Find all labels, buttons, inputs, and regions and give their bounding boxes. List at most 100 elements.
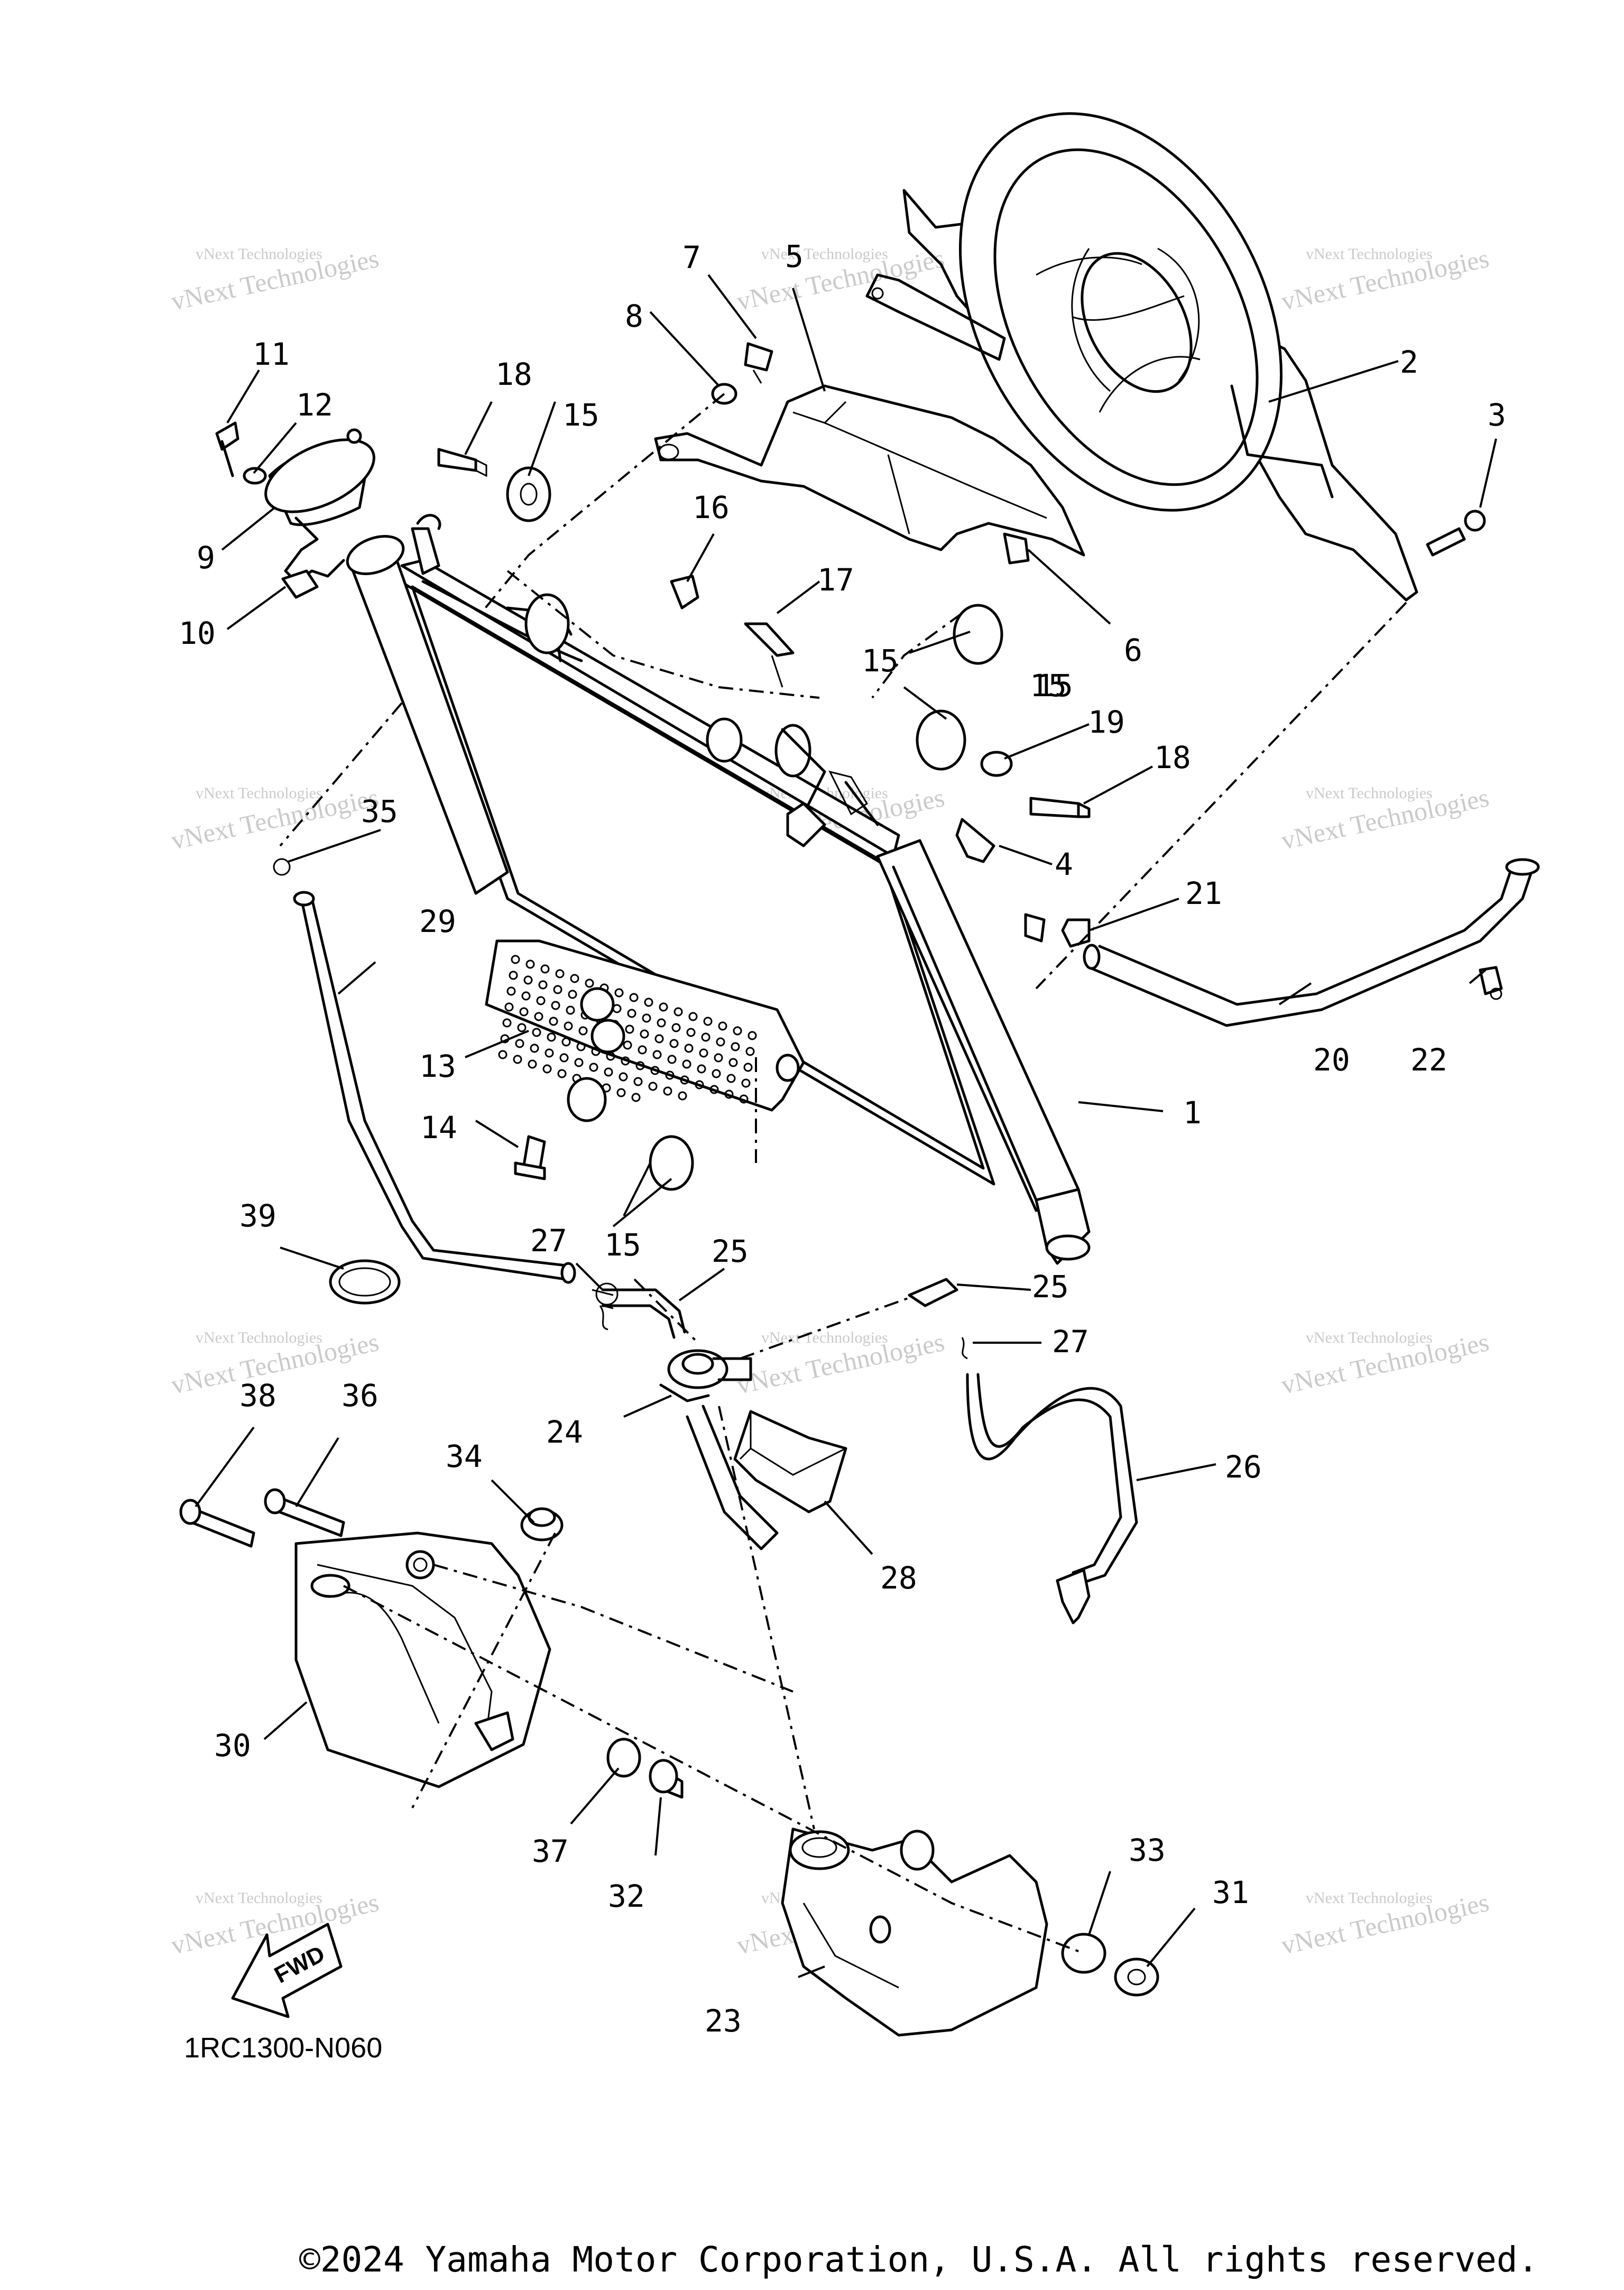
cover-hole (561, 1037, 571, 1047)
cover-hole (509, 971, 518, 980)
cover-hole (633, 1077, 643, 1086)
cover-hole (553, 985, 562, 994)
part-label: 5 (785, 238, 804, 274)
part-label: 1 (1183, 1095, 1202, 1131)
part-label: 12 (296, 387, 333, 423)
cover-hole (680, 1075, 689, 1085)
part-label: 25 (1032, 1269, 1069, 1305)
part-label: 20 (1313, 1042, 1350, 1078)
cover-hole (648, 1082, 658, 1091)
watermark-text: vNext Technologies (1306, 1889, 1433, 1907)
watermark-text: vNext Technologies (761, 245, 888, 263)
cover-hole (695, 1080, 704, 1089)
cover-hole (502, 1018, 512, 1028)
cover-hole (566, 1005, 575, 1015)
cover-hole (547, 1032, 556, 1042)
cover-hole (532, 1028, 541, 1037)
part-label: 28 (880, 1560, 917, 1596)
cover-hole (578, 1026, 588, 1036)
cover-hole (629, 993, 639, 1002)
cover-hole (545, 1048, 554, 1058)
cover-hole (699, 1048, 708, 1058)
cover-hole (686, 1028, 696, 1037)
cover-hole (743, 1063, 753, 1072)
cover-hole (741, 1078, 751, 1088)
cover-hole (585, 978, 594, 988)
bracket-28 (733, 1410, 847, 1513)
cover-hole (604, 1067, 613, 1077)
upper-fasteners (437, 342, 1486, 943)
cover-hole (536, 996, 546, 1005)
cover-hole (521, 991, 531, 1001)
part-label: 21 (1185, 875, 1222, 911)
cover-hole (589, 1063, 598, 1072)
watermark-text: vNext Technologies (196, 245, 322, 263)
cover-hole (728, 1058, 738, 1067)
radiator-assembly (346, 535, 1091, 1265)
part-label: 29 (419, 903, 456, 939)
cover-hole (557, 1069, 567, 1078)
cover-hole (659, 1002, 668, 1012)
cover-hole (657, 1018, 666, 1028)
cover-hole (642, 1013, 651, 1023)
cover-hole (515, 1039, 524, 1048)
part-label: 27 (1052, 1324, 1089, 1360)
cover-hole (623, 1040, 632, 1050)
part-label: 22 (1410, 1042, 1447, 1078)
cover-hole (498, 1050, 508, 1059)
cover-hole (551, 1001, 560, 1010)
cover-hole (684, 1044, 694, 1053)
radiator-cap-group (215, 421, 441, 599)
assembly-lines (279, 393, 1407, 1954)
cover-hole (712, 1069, 721, 1078)
cover-hole (748, 1031, 757, 1040)
part-label: 36 (342, 1378, 379, 1414)
part-label: 31 (1212, 1875, 1249, 1910)
cover-hole (703, 1017, 713, 1026)
part-label: 15 (862, 643, 899, 679)
part-label: 18 (495, 356, 532, 392)
part-label: 10 (179, 615, 216, 651)
cover-hole (504, 1002, 514, 1012)
cover-hole (549, 1017, 558, 1026)
cover-hole (530, 1044, 539, 1053)
cover-hole (739, 1094, 749, 1104)
part-label: 15 (604, 1227, 641, 1263)
hose-26 (966, 1373, 1138, 1624)
part-label: 19 (1088, 704, 1125, 740)
cover-hole (716, 1037, 725, 1047)
part-label: 9 (197, 540, 215, 576)
part-label: 11 (253, 336, 290, 372)
part-label: 26 (1225, 1449, 1262, 1485)
cover-hole (525, 959, 535, 969)
cover-hole (678, 1091, 687, 1101)
cover-hole (652, 1050, 662, 1059)
cover-hole (528, 1059, 537, 1069)
cover-hole (638, 1045, 647, 1055)
part-labels: 1 2 3 4 5 6 7 8 9 10 11 12 13 14 15 15 1… (179, 238, 1506, 2039)
lower-bolts (179, 1488, 684, 1799)
part-label: 3 (1488, 397, 1506, 433)
part-label: 18 (1154, 740, 1191, 775)
part-label: 14 (420, 1110, 457, 1146)
diagram-code: 1RC1300-N060 (184, 2032, 382, 2064)
part-label: 13 (419, 1048, 456, 1084)
cover-hole (733, 1026, 742, 1036)
cover-hole (667, 1055, 677, 1064)
cover-hole (650, 1066, 660, 1075)
part-label: 33 (1129, 1832, 1166, 1868)
cover-hole (540, 964, 550, 974)
cover-hole (570, 974, 579, 983)
part-label: 34 (446, 1438, 483, 1474)
part-label: 37 (532, 1833, 569, 1869)
cover-hole (616, 1088, 626, 1097)
part-label: 15 (1036, 668, 1073, 704)
cover-hole (701, 1032, 710, 1042)
cover-hole (673, 1007, 683, 1017)
cover-hole (726, 1074, 736, 1083)
reservoir-cover-30 (294, 1531, 551, 1788)
cover-hole (709, 1085, 719, 1094)
cover-hole (627, 1009, 636, 1018)
cover-hole (576, 1042, 586, 1051)
